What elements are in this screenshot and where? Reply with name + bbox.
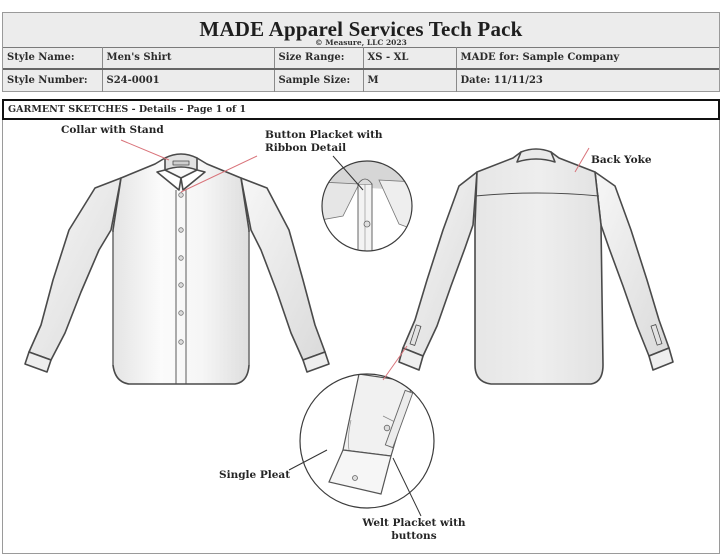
cuff-detail-circle	[299, 373, 435, 509]
info-row-style-number: Style Number: S24-0001 Sample Size: M Da…	[3, 67, 719, 92]
copyright-notice: © Measure, LLC 2023	[315, 38, 407, 47]
callout-single-pleat: Single Pleat	[219, 469, 291, 481]
sample-size-label: Sample Size:	[274, 67, 364, 92]
info-row-style-name: Style Name: Men's Shirt Size Range: XS -…	[3, 47, 719, 69]
sample-size-value: M	[363, 67, 457, 92]
style-name-value: Men's Shirt	[102, 47, 275, 69]
section-title-bar: GARMENT SKETCHES - Details - Page 1 of 1	[2, 99, 720, 120]
date-value: Date: 11/11/23	[456, 67, 719, 92]
callout-button-placket-line2: Ribbon Detail	[265, 142, 347, 154]
placket-detail-circle	[321, 160, 413, 252]
style-number-value: S24-0001	[102, 67, 275, 92]
callout-welt-placket-line1: Welt Placket with	[362, 517, 466, 529]
garment-sketch-canvas: Collar with Stand Button Placket with Ri…	[2, 120, 720, 554]
tech-pack-header: MADE Apparel Services Tech Pack © Measur…	[2, 12, 720, 92]
made-for-client: MADE for: Sample Company	[456, 47, 719, 69]
front-buttons	[178, 192, 184, 345]
document-title: MADE Apparel Services Tech Pack	[199, 17, 523, 41]
front-shirt-sketch	[24, 153, 330, 385]
callout-back-yoke: Back Yoke	[591, 154, 652, 166]
garment-sketches	[24, 139, 674, 517]
callout-button-placket-line1: Button Placket with	[265, 129, 383, 141]
callout-lines	[120, 139, 590, 517]
style-info-table: Style Name: Men's Shirt Size Range: XS -…	[3, 47, 719, 92]
callout-collar-with-stand: Collar with Stand	[61, 124, 164, 136]
back-shirt-sketch	[398, 148, 674, 385]
title-row: MADE Apparel Services Tech Pack © Measur…	[3, 13, 719, 47]
style-name-label: Style Name:	[3, 47, 103, 69]
size-range-label: Size Range:	[274, 47, 364, 69]
style-number-label: Style Number:	[3, 67, 103, 92]
callout-welt-placket-line2: buttons	[391, 530, 437, 542]
size-range-value: XS - XL	[363, 47, 457, 69]
